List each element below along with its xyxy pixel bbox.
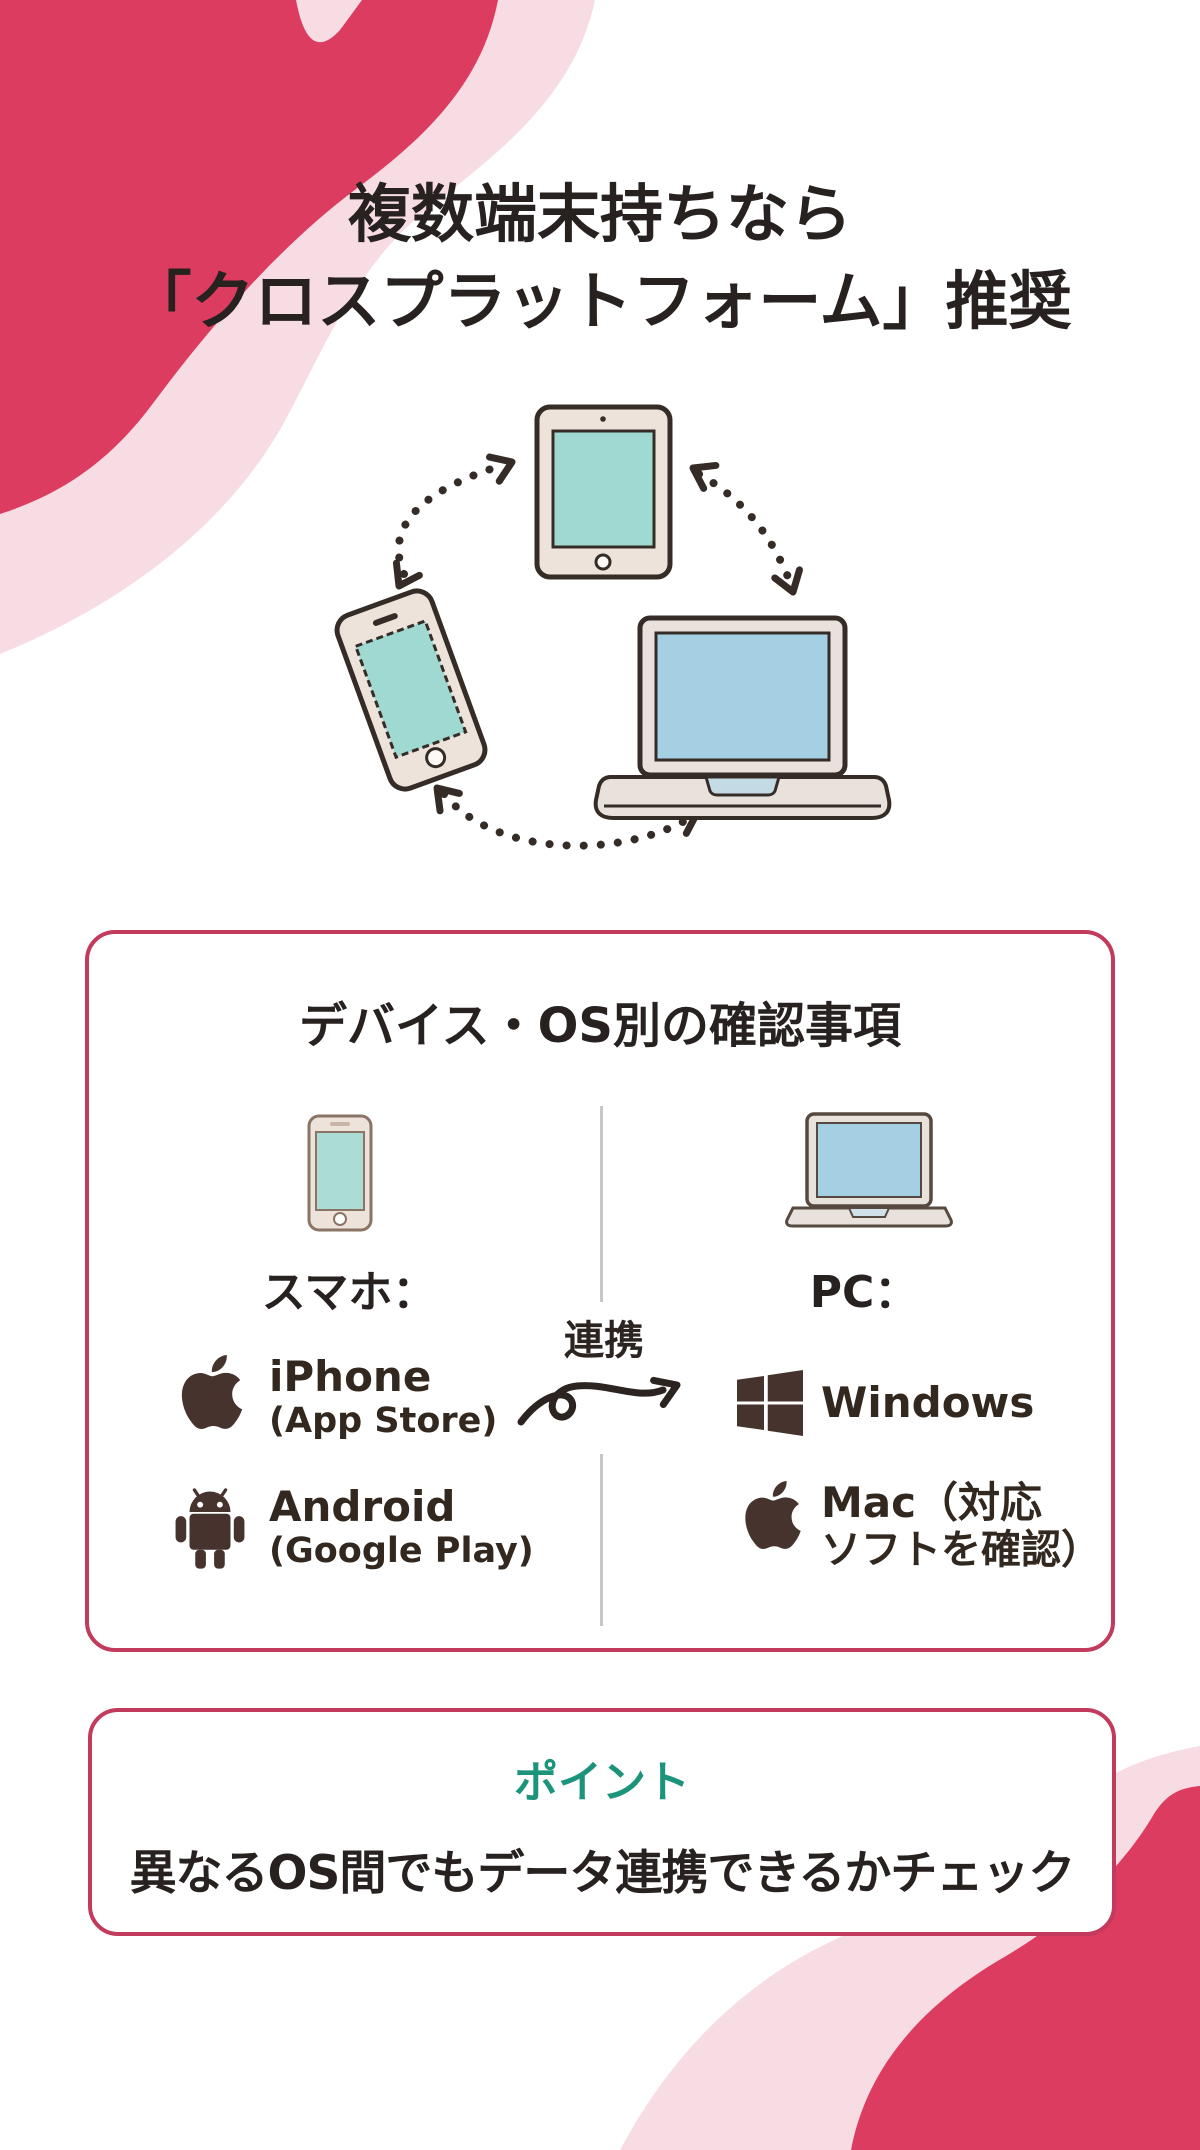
laptop-icon (785, 1112, 953, 1228)
tablet-illustration (534, 404, 673, 580)
link-label: 連携 (564, 1318, 644, 1364)
column-divider-bottom (600, 1454, 603, 1626)
item-windows-name: Windows (821, 1378, 1035, 1427)
item-mac-name: Mac（対応 (821, 1478, 1043, 1527)
top-left-red-blob (0, 0, 498, 514)
smartphone-column-label: スマホ： (261, 1267, 437, 1318)
item-mac-note: ソフトを確認） (821, 1527, 1101, 1573)
devices-os-panel: デバイス・OS別の確認事項 スマホ： PC： 連携 (85, 930, 1115, 1652)
devices-panel-title: デバイス・OS別の確認事項 (299, 998, 901, 1054)
column-divider-top (600, 1106, 603, 1302)
item-iphone-note: (App Store) (269, 1401, 498, 1441)
laptop-illustration (593, 615, 892, 820)
item-android-note: (Google Play) (269, 1531, 534, 1571)
curly-arrow-icon (517, 1376, 681, 1426)
point-label: ポイント (514, 1757, 690, 1808)
item-iphone-name: iPhone (269, 1352, 432, 1401)
android-icon (175, 1488, 245, 1569)
page-title-line2: 「クロスプラットフォーム」推奨 (128, 264, 1072, 338)
smartphone-illustration (334, 588, 488, 792)
point-text: 異なるOS間でもデータ連携できるかチェック (129, 1846, 1076, 1901)
apple-icon (745, 1481, 801, 1550)
windows-icon (737, 1370, 803, 1436)
item-android-name: Android (269, 1482, 456, 1531)
apple-icon (181, 1355, 243, 1430)
pc-column-label: PC： (809, 1267, 919, 1318)
page-title: 複数端末持ちなら 「クロスプラットフォーム」推奨 (0, 172, 1200, 346)
dotted-sync-arcs (394, 462, 794, 850)
device-sync-illustration (334, 404, 892, 850)
smartphone-icon (307, 1114, 373, 1232)
point-panel: ポイント 異なるOS間でもデータ連携できるかチェック (88, 1708, 1116, 1936)
page-title-line1: 複数端末持ちなら (348, 178, 852, 251)
